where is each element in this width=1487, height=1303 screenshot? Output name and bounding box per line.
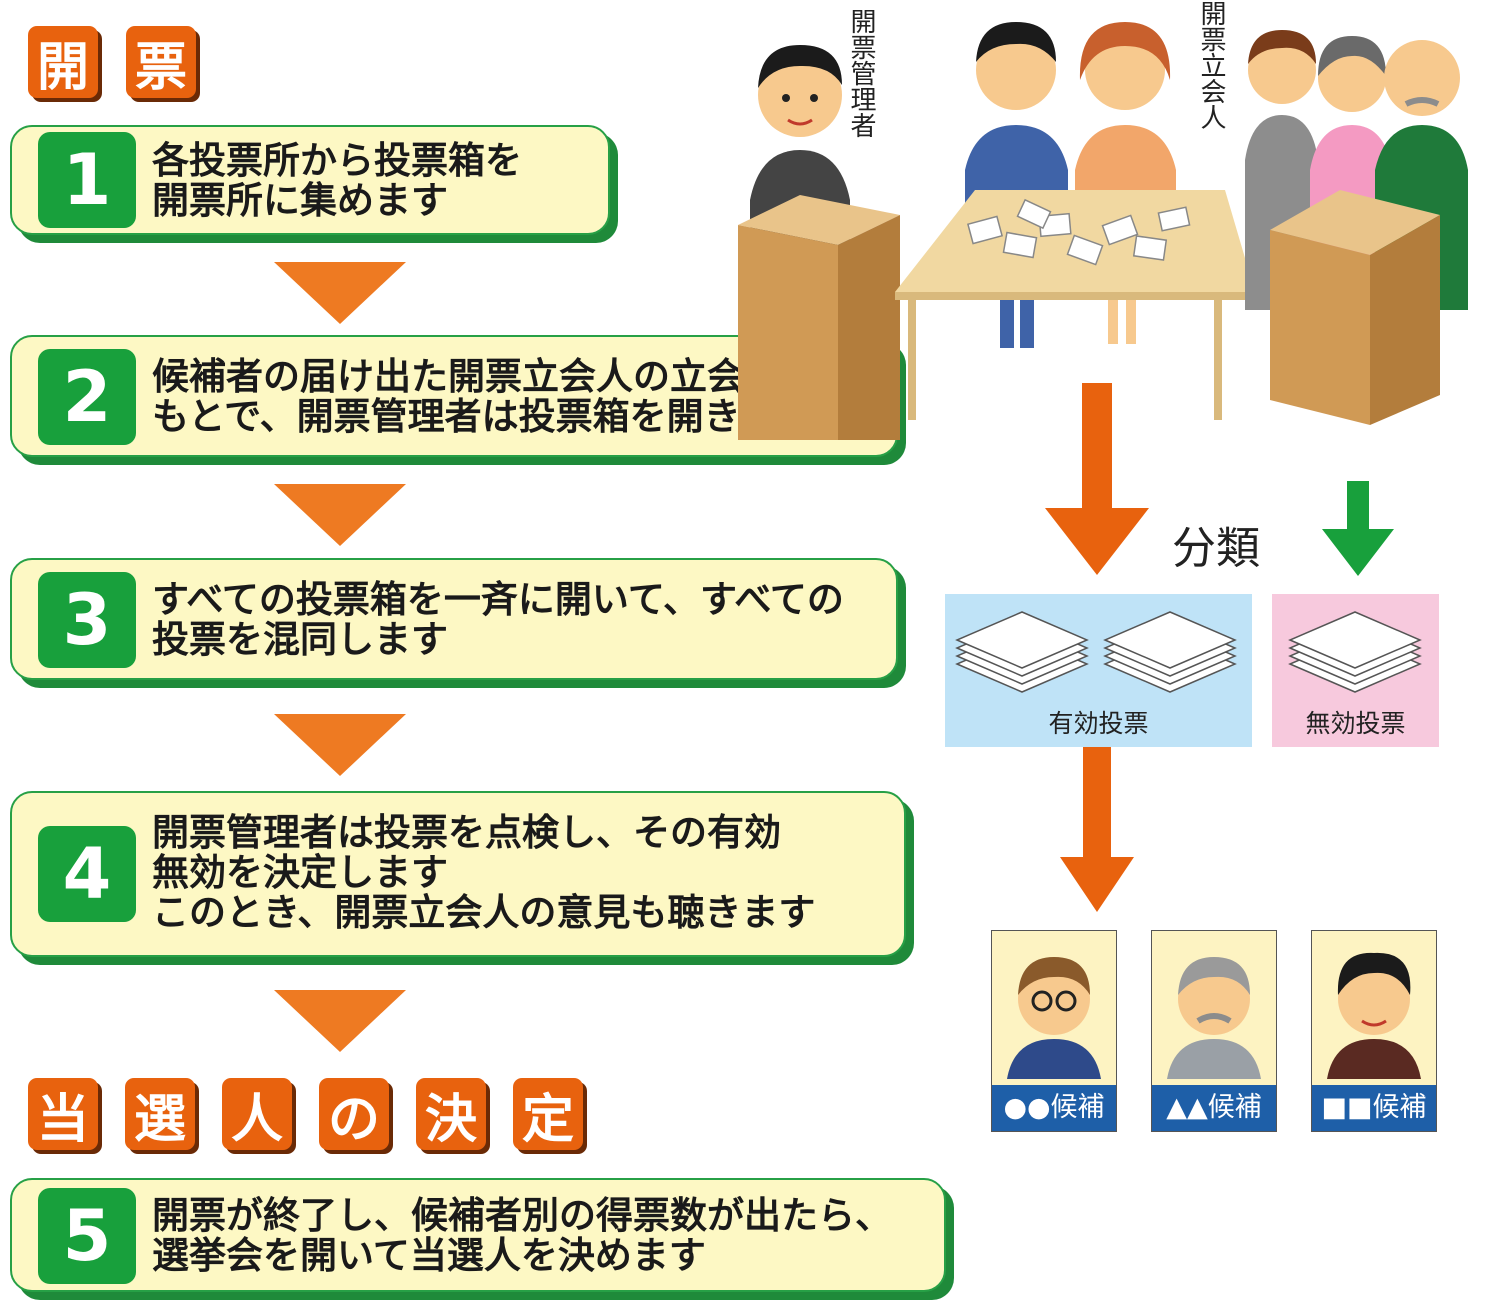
step-3-box: 3 すべての投票箱を一斉に開いて、すべての 投票を混同します — [10, 558, 898, 680]
heading-char: 決 — [416, 1078, 486, 1150]
ballot-stack-icon — [955, 611, 1089, 693]
step-line: 選挙会を開いて当選人を決めます — [152, 1234, 706, 1277]
heading-char: 定 — [513, 1078, 583, 1150]
invalid-ballots-panel: 無効投票 — [1272, 594, 1439, 747]
step-text: 候補者の届け出た開票立会人の立会いの もとで、開票管理者は投票箱を開きます — [152, 357, 818, 437]
candidate-card: ■■候補 — [1311, 930, 1437, 1132]
candidate-card: ●●候補 — [991, 930, 1117, 1132]
step-line: このとき、開票立会人の意見も聴きます — [152, 891, 816, 934]
step-number: 3 — [38, 572, 136, 668]
down-arrow — [274, 484, 406, 546]
step-line: もとで、開票管理者は投票箱を開きます — [152, 395, 815, 438]
witness-label: 開票立会人 — [1196, 0, 1226, 130]
candidate-portrait — [1327, 952, 1421, 1079]
step-number: 4 — [38, 826, 136, 922]
ballot-box-right — [1270, 190, 1440, 425]
step-line: 開票管理者は投票を点検し、その有効 — [152, 811, 781, 854]
step-text: 各投票所から投票箱を 開票所に集めます — [152, 141, 522, 221]
sort-arrow-green — [1322, 481, 1394, 576]
ballot-box-left — [738, 195, 900, 440]
step-line: すべての投票箱を一斉に開いて、すべての — [152, 578, 844, 621]
counting-scene-illustration — [738, 22, 1468, 440]
candidate-label: ■■候補 — [1312, 1085, 1436, 1131]
step-5-box: 5 開票が終了し、候補者別の得票数が出たら、 選挙会を開いて当選人を決めます — [10, 1178, 946, 1292]
step-line: 各投票所から投票箱を — [152, 139, 522, 182]
heading-char: 人 — [222, 1078, 292, 1150]
heading-char: 票 — [126, 26, 196, 98]
candidate-portrait — [1167, 957, 1261, 1079]
step-text: 開票が終了し、候補者別の得票数が出たら、 選挙会を開いて当選人を決めます — [152, 1196, 892, 1276]
candidate-portrait — [1007, 957, 1101, 1079]
candidate-label: ●●候補 — [992, 1085, 1116, 1131]
step-line: 無効を決定します — [152, 851, 448, 894]
step-line: 開票所に集めます — [152, 179, 448, 222]
step-line: 候補者の届け出た開票立会人の立会いの — [152, 355, 818, 398]
step-line: 開票が終了し、候補者別の得票数が出たら、 — [152, 1194, 892, 1237]
result-arrow — [1060, 747, 1134, 912]
candidate-card: ▲▲候補 — [1151, 930, 1277, 1132]
step-text: 開票管理者は投票を点検し、その有効 無効を決定します このとき、開票立会人の意見… — [152, 813, 815, 933]
heading-char: 開 — [28, 26, 98, 98]
heading-char: 当 — [28, 1078, 98, 1150]
down-arrow — [274, 714, 406, 776]
heading-char: 選 — [125, 1078, 195, 1150]
sort-label: 分類 — [1172, 523, 1260, 574]
step-number: 5 — [38, 1188, 136, 1284]
step-number: 1 — [38, 132, 136, 228]
manager-label: 開票管理者 — [846, 8, 876, 138]
sort-arrow-orange — [1045, 383, 1149, 575]
valid-ballots-label: 有効投票 — [1048, 709, 1149, 738]
step-line: 投票を混同します — [152, 618, 448, 661]
step-1-box: 1 各投票所から投票箱を 開票所に集めます — [10, 125, 610, 235]
ballot-stack-icon — [1103, 611, 1237, 693]
step-4-box: 4 開票管理者は投票を点検し、その有効 無効を決定します このとき、開票立会人の… — [10, 791, 906, 957]
invalid-ballots-label: 無効投票 — [1305, 709, 1406, 738]
down-arrow — [274, 262, 406, 324]
candidate-label: ▲▲候補 — [1152, 1085, 1276, 1131]
down-arrow — [274, 990, 406, 1052]
counting-table — [895, 190, 1255, 420]
ballot-stack-icon — [1288, 611, 1422, 693]
step-number: 2 — [38, 349, 136, 445]
heading-char: の — [319, 1078, 389, 1150]
step-text: すべての投票箱を一斉に開いて、すべての 投票を混同します — [152, 580, 844, 660]
valid-ballots-panel: 有効投票 — [945, 594, 1252, 747]
